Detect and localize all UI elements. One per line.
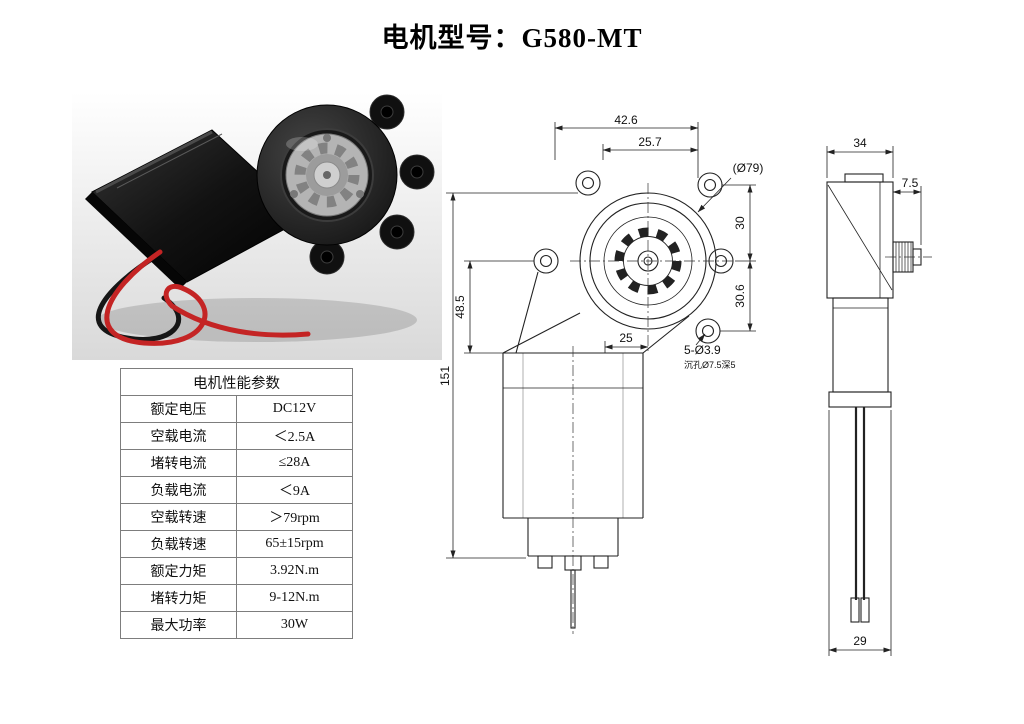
dim-30: 30 bbox=[733, 216, 747, 230]
side-dim-lines bbox=[826, 146, 922, 656]
spec-table: 电机性能参数 额定电压 DC12V 空载电流 ＜2.5A 堵转电流 ≤28A 负… bbox=[120, 368, 353, 639]
table-row: 负载电流 ＜9A bbox=[120, 476, 353, 504]
spec-label: 额定力矩 bbox=[120, 557, 237, 585]
motor-body-outline bbox=[502, 271, 690, 629]
dim-25-7: 25.7 bbox=[638, 135, 662, 149]
spec-label: 堵转力矩 bbox=[120, 584, 237, 612]
spec-label: 空载转速 bbox=[120, 503, 237, 531]
spec-label: 空载电流 bbox=[120, 422, 237, 450]
table-row: 负载转速 65±15rpm bbox=[120, 530, 353, 558]
table-row: 额定力矩 3.92N.m bbox=[120, 557, 353, 585]
side-part-outline bbox=[826, 173, 922, 623]
spec-value: 3.92N.m bbox=[236, 557, 353, 585]
side-view-drawing: 34 7.5 29 bbox=[826, 136, 932, 656]
table-row: 堵转力矩 9-12N.m bbox=[120, 584, 353, 612]
dia-79: (Ø79) bbox=[733, 161, 764, 175]
counterbore-note: 沉孔Ø7.5深5 bbox=[684, 360, 736, 370]
spec-label: 额定电压 bbox=[120, 395, 237, 423]
spec-value: DC12V bbox=[236, 395, 353, 423]
table-row: 空载转速 ＞79rpm bbox=[120, 503, 353, 531]
holes-note: 5-Ø3.9 bbox=[684, 343, 721, 357]
spec-value: 30W bbox=[236, 611, 353, 639]
page-title: 电机型号：G580-MT bbox=[381, 23, 643, 53]
mounting-ears bbox=[309, 94, 435, 275]
front-part-outline bbox=[502, 170, 734, 629]
dim-29: 29 bbox=[853, 634, 867, 648]
spec-label: 负载转速 bbox=[120, 530, 237, 558]
spec-table-title: 电机性能参数 bbox=[120, 368, 353, 396]
dim-151: 151 bbox=[438, 366, 452, 386]
centerlines bbox=[570, 183, 735, 634]
spec-value: ＞79rpm bbox=[236, 503, 353, 531]
dim-48-5: 48.5 bbox=[453, 295, 467, 319]
dim-7-5: 7.5 bbox=[902, 176, 919, 190]
gear-housing bbox=[256, 94, 435, 275]
spec-value: 65±15rpm bbox=[236, 530, 353, 558]
table-header-row: 电机性能参数 bbox=[120, 368, 353, 396]
spec-label: 堵转电流 bbox=[120, 449, 237, 477]
motor-photo bbox=[72, 92, 442, 360]
table-row: 空载电流 ＜2.5A bbox=[120, 422, 353, 450]
front-dim-lines bbox=[446, 122, 756, 559]
spec-value: 9-12N.m bbox=[236, 584, 353, 612]
red-wire bbox=[104, 249, 311, 346]
table-row: 额定电压 DC12V bbox=[120, 395, 353, 423]
spec-value: ≤28A bbox=[236, 449, 353, 477]
table-row: 最大功率 30W bbox=[120, 611, 353, 639]
table-row: 堵转电流 ≤28A bbox=[120, 449, 353, 477]
wires bbox=[850, 407, 870, 623]
spec-value: ＜2.5A bbox=[236, 422, 353, 450]
gear-teeth bbox=[294, 142, 360, 208]
front-view-drawing: 42.6 25.7 (Ø79) 30 30.6 48.5 151 25 5-Ø3… bbox=[438, 113, 764, 634]
dim-42-6: 42.6 bbox=[614, 113, 638, 127]
spec-label: 负载电流 bbox=[120, 476, 237, 504]
spec-value: ＜9A bbox=[236, 476, 353, 504]
dim-34: 34 bbox=[853, 136, 867, 150]
dim-30-6: 30.6 bbox=[733, 284, 747, 308]
dim-25: 25 bbox=[619, 331, 633, 345]
spec-label: 最大功率 bbox=[120, 611, 237, 639]
motor-body bbox=[85, 129, 308, 289]
